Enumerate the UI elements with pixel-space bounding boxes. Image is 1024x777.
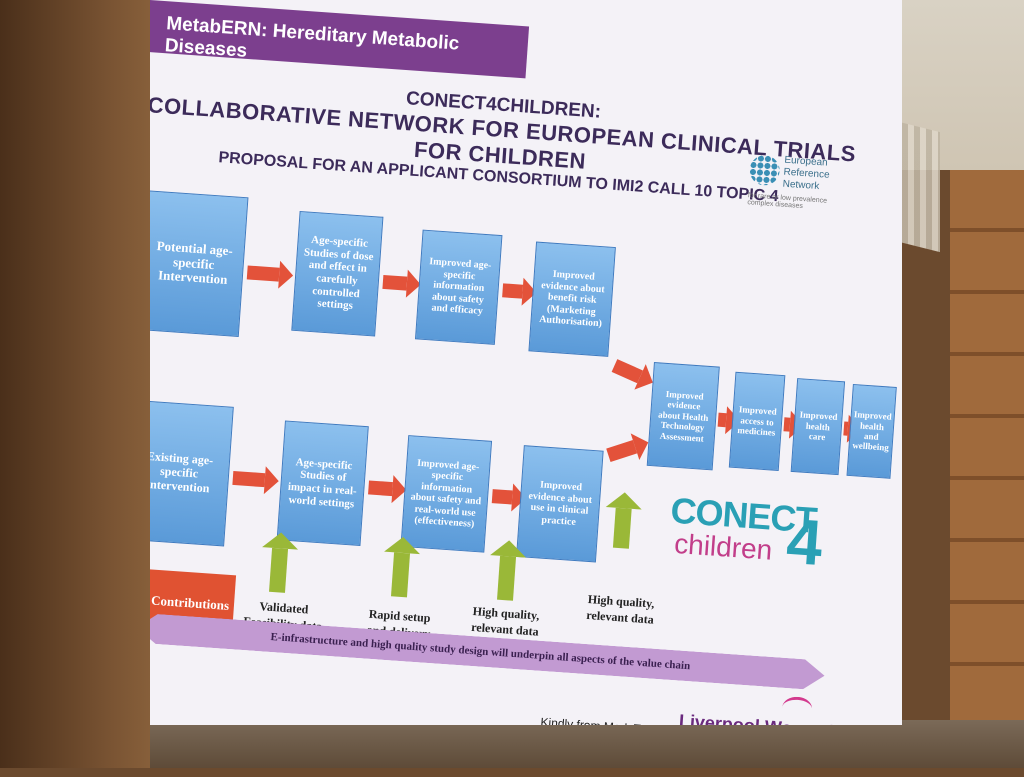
arrow-up-setup [390,552,411,598]
arrow-diagonal-down [611,359,643,384]
room-wall-left [0,0,160,768]
logo-children: children [673,527,774,566]
wood-panel-wall [950,170,1024,768]
contribution-quality-data: High quality, relevant data [470,604,540,639]
arrow-up-feasibility [269,547,289,593]
arrow-up-clinical [612,507,632,549]
box-potential-intervention: Potential age-specific Intervention [150,190,249,338]
logo-four: 4 [784,504,825,580]
arrow-right [368,480,393,497]
box-clinical-practice-evidence: Improved evidence about use in clinical … [516,445,604,563]
arrow-right [491,489,513,505]
arrow-right [502,283,524,299]
box-benefit-risk: Improved evidence about benefit risk (Ma… [528,241,616,357]
arrow-right [232,470,266,488]
arrow-diagonal-up [606,440,638,462]
ern-logo-subtitle: for rare or low prevalence complex disea… [747,192,828,211]
arrow-right [783,417,791,432]
box-health-wellbeing: Improved health and wellbeing [846,383,897,479]
arrow-up-data [497,555,517,601]
arrow-right [717,412,727,428]
projected-slide: MetabERN: Hereditary Metabolic Diseases … [150,0,902,725]
box-health-care: Improved health care [790,378,846,476]
contribution-quality-data-2: High quality, relevant data [585,592,655,627]
conect4children-logo: CONECT children 4 [666,490,832,591]
arrow-right [843,421,849,436]
arrow-right [382,274,408,291]
box-safety-efficacy-info: Improved age-specific information about … [414,229,503,345]
box-real-world-info: Improved age-specific information about … [400,435,493,553]
room-floor [150,720,1024,768]
box-real-world-studies: Age-specific Studies of impact in real-w… [276,420,369,547]
ern-logo: European Reference Network for rare or l… [745,152,850,239]
slide-content: MetabERN: Hereditary Metabolic Diseases … [150,0,900,725]
ern-logo-text: European Reference Network [782,155,831,194]
slide-header: MetabERN: Hereditary Metabolic Diseases [150,0,530,79]
box-hta-evidence: Improved evidence about Health Technolog… [646,362,720,471]
arrow-right [246,265,280,282]
box-access-medicines: Improved access to medicines [728,371,786,472]
box-dose-effect-studies: Age-specific Studies of dose and effect … [291,210,384,337]
ern-dots-icon [748,154,781,187]
